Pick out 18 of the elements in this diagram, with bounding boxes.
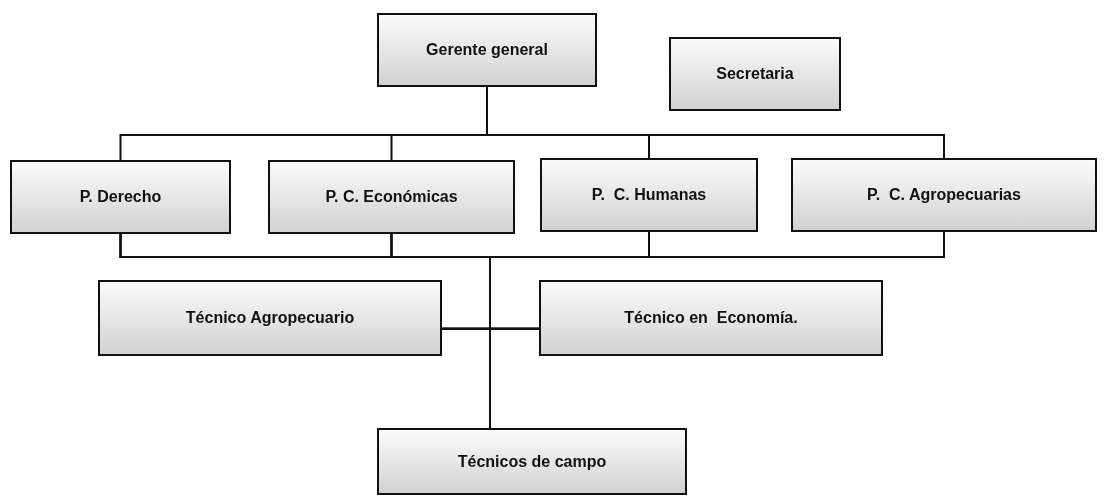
org-box: [669, 37, 841, 111]
role-label: P. C. Agropecuarias: [867, 186, 1021, 204]
org-box: [98, 280, 442, 356]
role-label: Secretaria: [716, 65, 794, 83]
org-box: [377, 13, 597, 87]
role-label: Técnico en Economía.: [624, 309, 798, 327]
org-box: [540, 158, 758, 232]
role-label: P. C. Humanas: [591, 186, 707, 204]
org-box: [791, 158, 1097, 232]
org-box: [10, 160, 231, 234]
role-label: P. C. Económicas: [325, 188, 458, 206]
role-label: P. Derecho: [79, 188, 162, 206]
role-label: Técnico Agropecuario: [185, 309, 355, 327]
org-box: [377, 428, 687, 495]
org-box: [268, 160, 515, 234]
role-label: Técnicos de campo: [457, 452, 607, 471]
role-label: Gerente general: [426, 41, 548, 59]
org-box: [539, 280, 883, 356]
